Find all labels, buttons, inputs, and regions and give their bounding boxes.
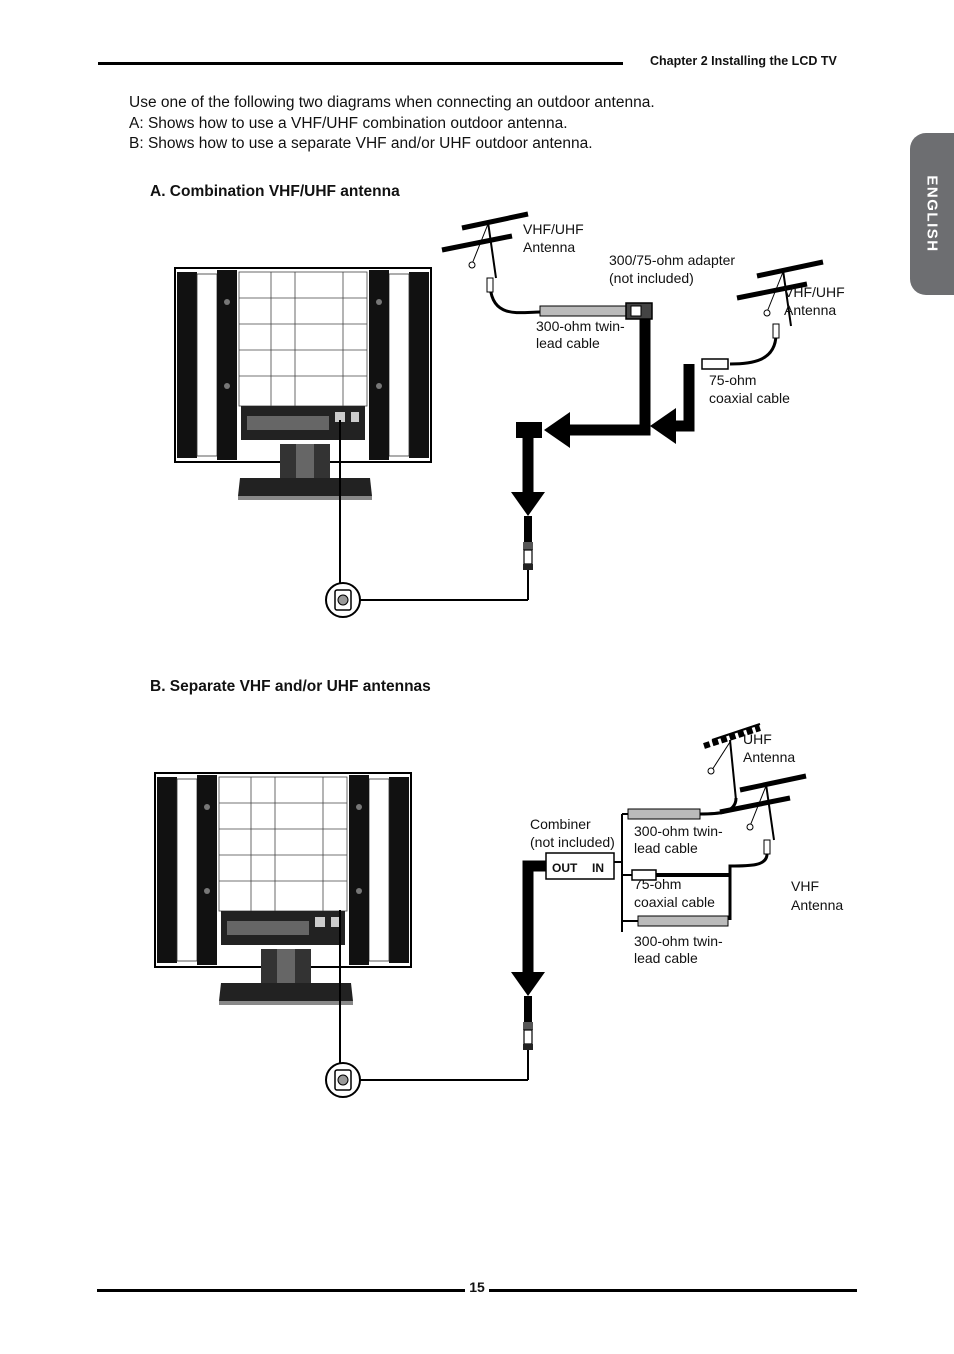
coax-connector-a bbox=[522, 515, 534, 571]
label-antenna1-l2: Antenna bbox=[523, 239, 575, 255]
label-twin2-l2: lead cable bbox=[634, 950, 698, 966]
label-coax-l2: coaxial cable bbox=[709, 390, 790, 406]
label-vhf-l1: VHF bbox=[791, 878, 819, 894]
label-coax-l1: 75-ohm bbox=[709, 372, 756, 388]
label-uhf-l2: Antenna bbox=[743, 749, 795, 765]
diagram-a-title: A. Combination VHF/UHF antenna bbox=[150, 183, 400, 200]
label-twin1-l2: lead cable bbox=[634, 840, 698, 856]
vhf-antenna-icon bbox=[720, 776, 806, 840]
page-number: 15 bbox=[465, 1279, 489, 1295]
wall-jack-a bbox=[325, 582, 361, 618]
label-combiner-l2: (not included) bbox=[530, 834, 615, 850]
label-twin-l1: 300-ohm twin- bbox=[536, 318, 625, 334]
label-antenna2-l2: Antenna bbox=[784, 302, 836, 318]
combiner-box bbox=[545, 852, 615, 880]
label-coax-b-l2: coaxial cable bbox=[634, 894, 715, 910]
label-twin1-l1: 300-ohm twin- bbox=[634, 823, 723, 839]
antenna-icon-a1 bbox=[442, 214, 528, 278]
chapter-title: Chapter 2 Installing the LCD TV bbox=[650, 54, 837, 68]
label-adapter-l2: (not included) bbox=[609, 270, 694, 286]
combiner-out-label: OUT bbox=[552, 861, 578, 875]
intro-line-1: Use one of the following two diagrams wh… bbox=[129, 94, 655, 111]
language-tab: ENGLISH bbox=[910, 133, 954, 295]
wall-jack-b bbox=[325, 1062, 361, 1098]
intro-line-2: A: Shows how to use a VHF/UHF combinatio… bbox=[129, 115, 568, 132]
label-vhf-l2: Antenna bbox=[791, 897, 843, 913]
label-antenna1-l1: VHF/UHF bbox=[523, 221, 584, 237]
intro-line-3: B: Shows how to use a separate VHF and/o… bbox=[129, 135, 593, 152]
tv-rear-a bbox=[174, 267, 432, 463]
uhf-antenna-icon bbox=[703, 723, 761, 801]
label-adapter-l1: 300/75-ohm adapter bbox=[609, 252, 735, 268]
header-rule bbox=[98, 62, 623, 65]
label-twin-l2: lead cable bbox=[536, 335, 600, 351]
label-twin2-l1: 300-ohm twin- bbox=[634, 933, 723, 949]
label-combiner-l1: Combiner bbox=[530, 816, 591, 832]
label-antenna2-l1: VHF/UHF bbox=[784, 284, 845, 300]
coax-connector-b bbox=[522, 995, 534, 1051]
combiner-in-label: IN bbox=[592, 861, 604, 875]
tv-rear-b bbox=[154, 772, 412, 968]
label-coax-b-l1: 75-ohm bbox=[634, 876, 681, 892]
label-uhf-l1: UHF bbox=[743, 731, 772, 747]
diagram-b-title: B. Separate VHF and/or UHF antennas bbox=[150, 678, 431, 695]
